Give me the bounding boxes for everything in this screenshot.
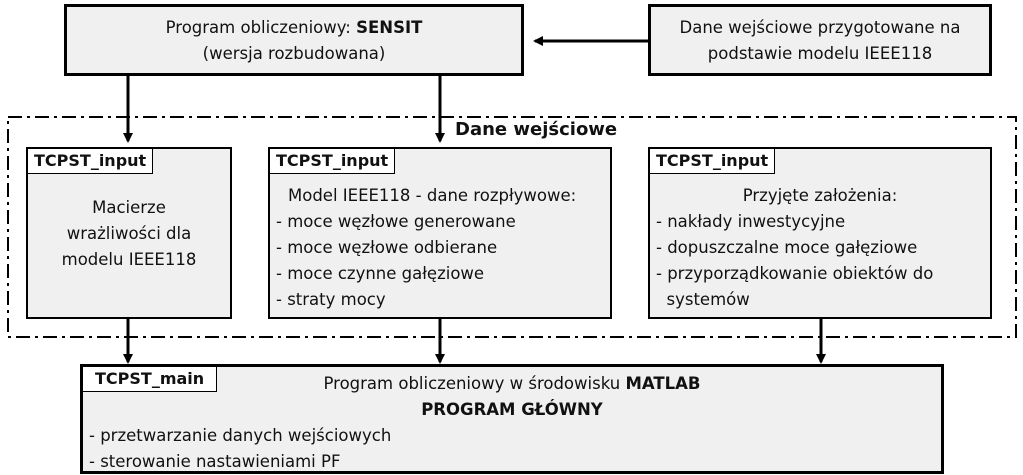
box-c-title: Przyjęte założenia:: [742, 186, 898, 205]
group-border: [7, 116, 1017, 338]
box-sensitivity-matrices: TCPST_input Macierze wrażliwości dla mod…: [26, 147, 232, 319]
ieee-line1: Dane wejściowe przygotowane na: [679, 18, 961, 37]
main-tag: TCPST_main: [82, 366, 218, 392]
group-label: Dane wejściowe: [449, 118, 624, 142]
list-item: - dopuszczalne moce gałęziowe: [656, 238, 918, 257]
ieee-data-box: Dane wejściowe przygotowane na podstawie…: [648, 4, 992, 76]
connectors: [7, 36, 1017, 364]
box-a-line: modelu IEEE118: [61, 250, 197, 269]
box-assumptions: TCPST_input Przyjęte założenia: - nakład…: [648, 147, 992, 319]
list-item: systemów: [656, 290, 750, 309]
main-line2: PROGRAM GŁÓWNY: [421, 400, 603, 419]
box-b-title: Model IEEE118 - dane rozpływowe:: [288, 186, 577, 205]
list-item: - przetwarzanie danych wejściowych: [89, 426, 392, 445]
list-item: - nakłady inwestycyjne: [656, 212, 846, 231]
box-a-line: wrażliwości dla: [66, 224, 192, 243]
list-item: - straty mocy: [276, 290, 386, 309]
box-a-line: Macierze: [92, 198, 166, 217]
main-line1: Program obliczeniowy w środowisku MATLAB: [323, 374, 701, 393]
sensit-line2: (wersja rozbudowana): [202, 44, 386, 63]
box-ieee-flow-data: TCPST_input Model IEEE118 - dane rozpływ…: [268, 147, 612, 319]
box-c-tag: TCPST_input: [649, 148, 776, 174]
main-program-box: TCPST_main Program obliczeniowy w środow…: [80, 364, 944, 474]
box-b-tag: TCPST_input: [269, 148, 396, 174]
ieee-line2: podstawie modelu IEEE118: [707, 44, 933, 63]
list-item: - moce czynne gałęziowe: [276, 264, 485, 283]
box-a-tag: TCPST_input: [27, 148, 154, 174]
list-item: - przyporządkowanie obiektów do: [656, 264, 934, 283]
sensit-line1: Program obliczeniowy: SENSIT: [165, 18, 423, 37]
list-item: - moce węzłowe generowane: [276, 212, 516, 231]
list-item: - moce węzłowe odbierane: [276, 238, 498, 257]
list-item: - sterowanie nastawieniami PF: [89, 452, 341, 471]
sensit-box: Program obliczeniowy: SENSIT (wersja roz…: [64, 4, 524, 76]
